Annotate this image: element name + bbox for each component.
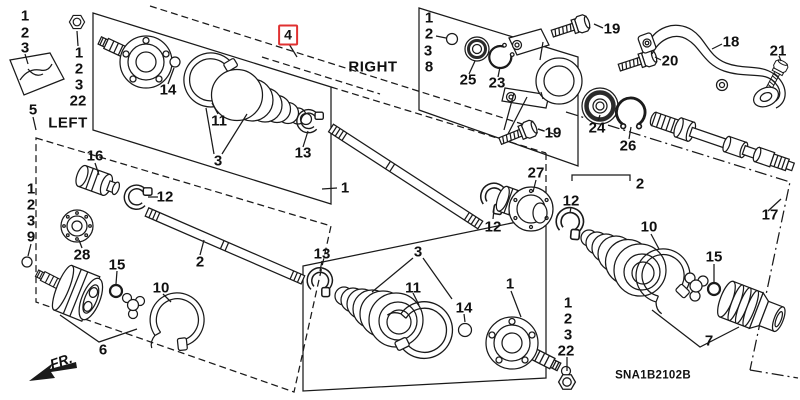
outer-cv-joint-top xyxy=(96,34,173,89)
oil-seal-25 xyxy=(464,36,490,62)
spindle-nut-top xyxy=(68,14,86,30)
inner-cv-joint-housing-7 xyxy=(717,280,786,333)
bolt-20 xyxy=(616,46,660,77)
bearing-24 xyxy=(581,87,619,125)
dynamic-damper-16 xyxy=(75,164,121,197)
inner-cv-joint-left-6 xyxy=(34,264,104,323)
stop-ring-15-right xyxy=(706,281,722,297)
cv-boot-right xyxy=(580,229,667,297)
half-shaft-17 xyxy=(649,111,796,172)
snap-ring-26 xyxy=(612,94,649,134)
heat-shield-18 xyxy=(637,24,786,109)
ring-28 xyxy=(60,209,94,243)
driveshaft-right-shaft xyxy=(327,123,484,230)
cv-boot-3-top xyxy=(210,68,307,125)
box-left-driveshaft xyxy=(35,137,332,393)
stop-ring-15-left xyxy=(108,283,124,299)
spindle-nut-bottom xyxy=(557,374,577,390)
kit-bag xyxy=(9,52,65,96)
boot-band-13-mid xyxy=(306,267,334,298)
snap-ring-14-mid xyxy=(457,322,473,338)
leader-lines xyxy=(24,23,782,371)
box-left-outer-set xyxy=(302,215,547,392)
snap-ring-14-top xyxy=(169,56,181,68)
bolt-19-upper xyxy=(549,12,593,43)
o-ring-9 xyxy=(21,256,33,268)
bearing-support-joint-27 xyxy=(495,185,554,232)
boot-band-10-left xyxy=(144,288,210,357)
box-right-driveshaft-top xyxy=(149,5,561,137)
outer-cv-joint-mid xyxy=(485,316,572,377)
o-ring-2 xyxy=(445,32,459,46)
box-right-outer-set xyxy=(92,12,332,205)
cv-boot-3-mid xyxy=(334,286,424,348)
boot-collar xyxy=(299,112,313,126)
tripod-spider-right xyxy=(684,272,709,302)
front-direction-arrow xyxy=(29,362,77,381)
band-clamp-12-left xyxy=(123,184,153,210)
bearing-support-bracket xyxy=(501,28,583,109)
tripod-spider-left xyxy=(121,292,146,320)
driveshaft-left-shaft xyxy=(144,207,306,285)
